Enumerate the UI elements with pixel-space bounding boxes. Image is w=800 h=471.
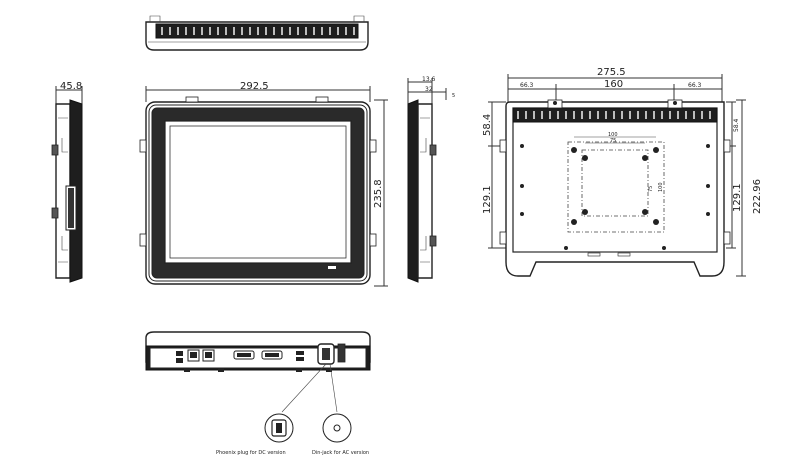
vesa-holes — [571, 147, 659, 225]
vesa-inner-w: 75 — [610, 138, 616, 144]
caption-phoenix: Phoenix plug for DC version — [216, 450, 286, 456]
top-view — [145, 15, 369, 51]
dim-rear-width: 275.5 — [597, 67, 626, 78]
din-jack-detail: Din-jack for AC version — [312, 413, 369, 456]
dim-rear-height: 222.96 — [752, 179, 763, 214]
dim-rear-offset-left: 66.3 — [520, 82, 534, 89]
dim-side-mid: 32 — [425, 86, 433, 93]
right-side-view: 13.6 32 5 — [407, 76, 455, 283]
left-side-view: 45.8 — [51, 81, 83, 283]
dim-rear-vertical-left: 129.1 — [482, 185, 493, 214]
usb-port-2 — [176, 358, 183, 363]
caption-dinjack: Din-jack for AC version — [312, 450, 369, 456]
bottom-view — [145, 331, 371, 413]
front-view: 292.5 235.8 — [139, 81, 388, 287]
dim-rear-offset-right: 66.3 — [688, 82, 702, 89]
dim-side-top: 13.6 — [422, 76, 436, 83]
dim-side-depth: 45.8 — [60, 81, 82, 92]
dim-rear-pitch: 160 — [604, 79, 623, 90]
vesa-inner-h: 75 — [648, 186, 654, 192]
dim-front-height: 235.8 — [373, 179, 384, 208]
dim-rear-top-right: 58.4 — [733, 118, 740, 132]
serial-ports — [233, 350, 283, 360]
vesa-outer-h: 100 — [658, 182, 664, 192]
vesa-outer-w: 100 — [608, 132, 618, 138]
dim-side-small: 5 — [452, 93, 455, 99]
lan-ports — [187, 349, 215, 362]
rear-view: 275.5 66.3 160 66.3 58.4 129.1 58.4 129.… — [482, 67, 763, 277]
dim-front-width: 292.5 — [240, 81, 269, 92]
usb-port-1 — [176, 351, 183, 356]
phoenix-plug-detail: Phoenix plug for DC version — [216, 413, 294, 456]
dim-rear-vertical-right: 129.1 — [732, 183, 743, 212]
dim-rear-top-left: 58.4 — [482, 114, 493, 136]
